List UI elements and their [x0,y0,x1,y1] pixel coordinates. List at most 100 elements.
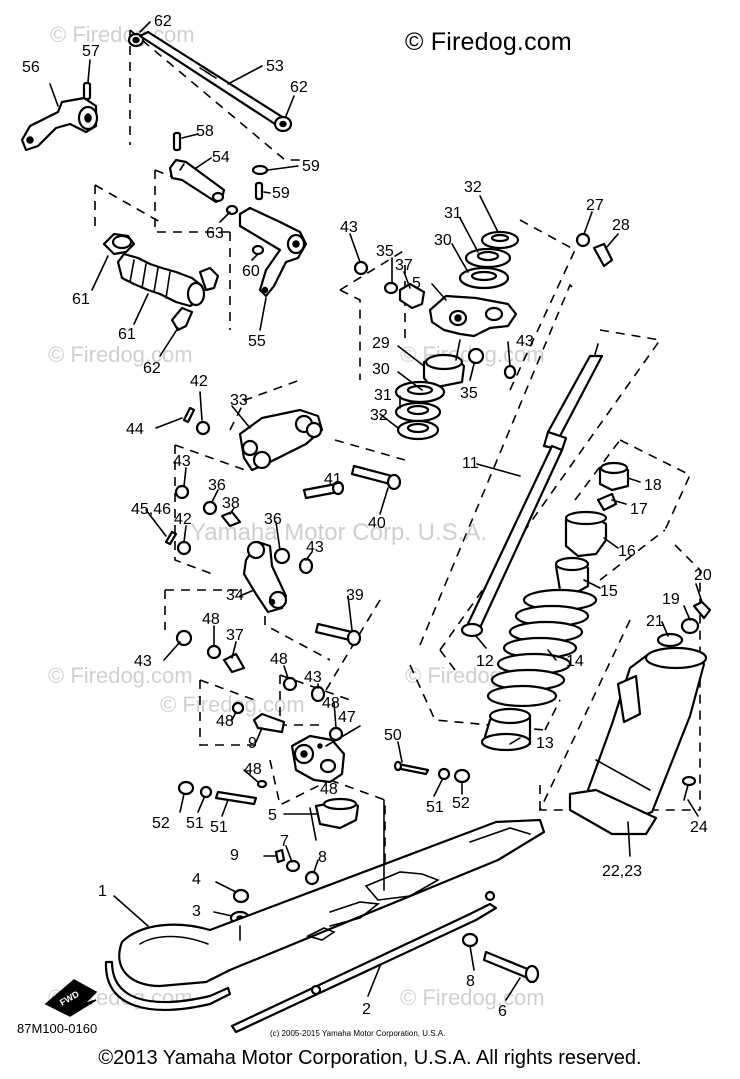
callout: 15 [600,583,618,600]
callout: 29 [372,335,390,352]
damper-5 [314,797,360,830]
callout: 42 [190,373,208,390]
nut-35-right [467,347,485,365]
clip-59-b [251,244,265,256]
part-drawings [20,30,712,1034]
callout: 45,46 [131,501,171,518]
shock-rod-11 [460,343,604,638]
callout: 60 [242,263,260,280]
diagram-code: 87M100-0160 [17,1021,98,1036]
spring-seat-13 [480,707,532,752]
callout: 34 [226,587,244,604]
callout: 8 [466,973,475,990]
bolt-40 [350,464,402,491]
callout: 35 [460,385,478,402]
callout: 18 [644,477,662,494]
nut-62-top [127,32,145,48]
callout: 43 [516,333,534,350]
nut-35-top [383,281,399,295]
callout: 43 [306,539,324,556]
bolt-41 [302,480,345,500]
washer-8-a [304,870,320,886]
callout: 9 [248,735,257,752]
callout: 61 [72,291,90,308]
callout: 17 [630,501,648,518]
nut-43-c [298,557,314,575]
center-watermark: Yamaha Motor Corp. U.S.A. [190,519,487,546]
callout: 36 [208,477,226,494]
callout: 19 [662,591,680,608]
callout: 54 [212,149,230,166]
lower-link-34 [242,540,288,614]
washer-51-right [437,767,451,781]
inner-copyright: (c) 2005-2015 Yamaha Motor Corporation, … [270,1029,445,1038]
callout: 1 [98,883,107,900]
callout: 7 [280,833,289,850]
bushing-36-a [202,500,218,516]
callout: 30 [372,361,390,378]
callout: 13 [536,735,554,752]
callout: 43 [304,669,322,686]
watermark-tile: © Firedog.com [48,663,193,688]
callout: 59 [302,158,320,175]
callout: 43 [134,653,152,670]
callout: 12 [476,653,494,670]
callout: 35 [376,243,394,260]
bolt-24 [681,775,697,801]
watermark-tile: © Firedog.com [48,342,193,367]
bolt-39 [314,622,362,647]
small-parts-19-21 [656,600,712,648]
callout: 37 [226,627,244,644]
callout: 22,23 [602,863,642,880]
callout: 52 [452,795,470,812]
shock-bump-stops [554,461,630,596]
bushing-48-b [282,676,298,692]
callout: 48 [216,713,234,730]
bushing-38 [220,510,242,528]
washer-8-b [461,932,479,948]
callout: 50 [384,727,402,744]
callout: 4 [192,871,201,888]
pin-57-b [172,131,182,152]
callout-labels: 56 57 62 53 62 58 54 59 59 63 60 55 61 6… [22,13,712,1038]
callout: 8 [318,849,327,866]
callout: 47 [338,709,356,726]
callout: 11 [462,455,479,472]
pin-57-a [82,81,92,101]
callout: 51 [426,799,444,816]
watermark-tile: © Firedog.com [400,985,545,1010]
pin-58 [254,181,264,201]
callout: 31 [444,205,462,222]
callout: 3 [192,903,201,920]
callout: 24 [690,819,708,836]
pin-10 [274,848,286,864]
callout: 38 [222,495,240,512]
bolt-6 [482,950,540,984]
ski-bracket-45 [290,734,346,784]
bushing-48-c [231,701,245,715]
watermark-tiles: © Firedog.com © Firedog.com © Firedog.co… [48,22,550,1010]
nut-42-b [176,540,192,556]
leader-lines [49,21,703,1001]
callout: 42 [174,511,192,528]
reservoir-cover-22 [568,646,708,836]
nut-4 [232,888,250,904]
steering-shaft-54 [168,158,226,204]
nut-62-right [273,115,293,133]
callout: 53 [266,58,284,75]
callout: 48 [322,695,340,712]
callout: 62 [143,360,161,377]
ski-1 [104,818,546,1011]
callout: 48 [320,781,338,798]
clip-59-a [251,164,269,176]
callout: 28 [612,217,630,234]
coil-spring-14 [486,588,598,708]
callout: 56 [22,59,40,76]
callout: 39 [346,587,364,604]
callout: 37 [395,257,413,274]
tie-rod-53 [138,30,286,128]
callout: 14 [566,653,584,670]
callout: 30 [434,232,452,249]
callout: 5 [412,275,421,292]
